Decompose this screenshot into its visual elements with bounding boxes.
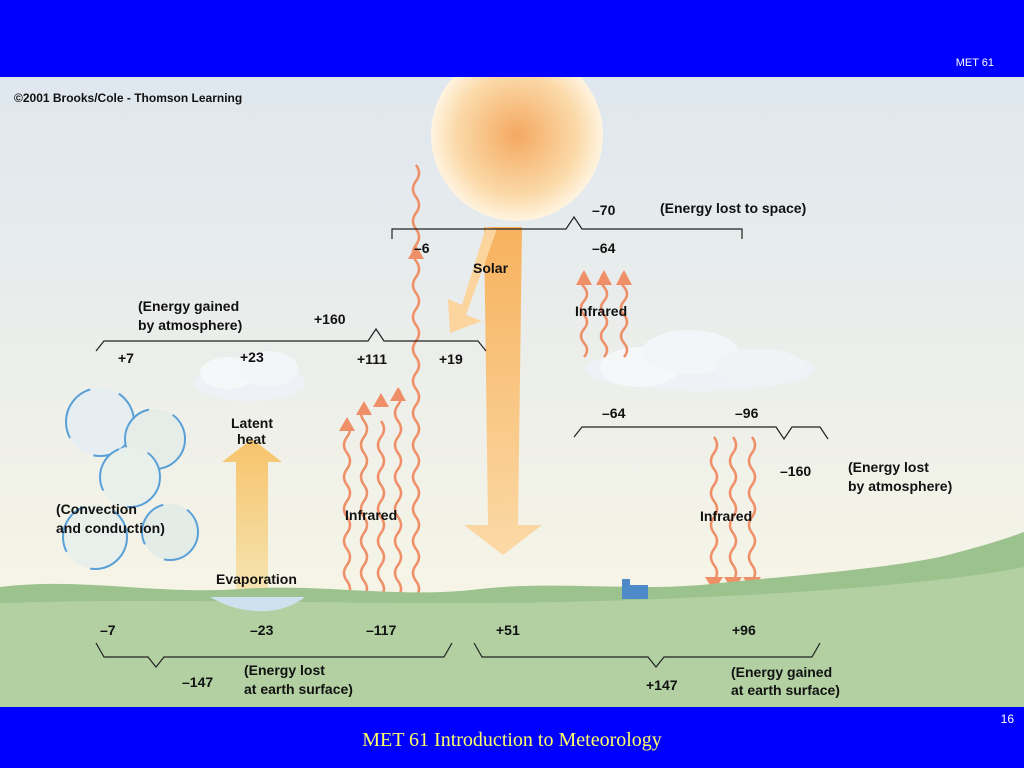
surface-convection-value: –7 bbox=[100, 622, 116, 638]
bracket-atm-gained bbox=[95, 327, 487, 352]
surface-ir-value: –117 bbox=[366, 622, 397, 638]
infrared-waves-middle bbox=[342, 164, 421, 598]
convection-gain-value: +7 bbox=[118, 350, 134, 366]
surface-lost-total-value: –147 bbox=[182, 674, 213, 690]
atm-to-surface-value: –96 bbox=[735, 405, 759, 421]
energy-lost-atm-line1: (Energy lost bbox=[848, 459, 929, 475]
atm-ir-space-value: –64 bbox=[592, 240, 616, 256]
atm-to-space-value: –64 bbox=[602, 405, 626, 421]
energy-lost-atm-line2: by atmosphere) bbox=[848, 478, 952, 494]
surface-gained-total-value: +147 bbox=[646, 677, 678, 693]
energy-balance-diagram: ©2001 Brooks/Cole - Thomson Learning –70… bbox=[0, 49, 1024, 707]
energy-gained-atm-line2: by atmosphere) bbox=[138, 317, 242, 333]
solar-reflected-arrow bbox=[448, 227, 497, 333]
bracket-surface-gained bbox=[473, 642, 821, 668]
infrared-arrowheads-middle bbox=[339, 245, 424, 431]
surface-ir-gain-value: +96 bbox=[732, 622, 756, 638]
bracket-surface-lost bbox=[95, 642, 453, 668]
cloud-left bbox=[194, 351, 306, 401]
bracket-atm-lost bbox=[573, 426, 829, 441]
evaporation-label: Evaporation bbox=[216, 571, 297, 587]
surface-solar-value: +51 bbox=[496, 622, 520, 638]
energy-gained-surface-line2: at earth surface) bbox=[731, 682, 840, 698]
infrared-top-label: Infrared bbox=[575, 303, 627, 319]
ir-absorbed-value: +111 bbox=[357, 351, 387, 367]
latent-heat-line1: Latent bbox=[231, 415, 273, 431]
atm-gained-total-value: +160 bbox=[314, 311, 346, 327]
water-pond bbox=[210, 597, 305, 612]
infrared-waves-right bbox=[709, 436, 757, 598]
infrared-right-label: Infrared bbox=[700, 508, 752, 524]
solar-label: Solar bbox=[473, 260, 509, 276]
latent-gain-value: +23 bbox=[240, 349, 264, 365]
reflected-ir-space-value: –6 bbox=[414, 240, 430, 256]
page-number: 16 bbox=[1000, 712, 1014, 726]
convection-bubbles bbox=[62, 387, 199, 570]
atm-lost-total-value: –160 bbox=[780, 463, 811, 479]
infrared-arrowheads-top bbox=[576, 270, 632, 285]
energy-balance-figure: ©2001 Brooks/Cole - Thomson Learning –70… bbox=[0, 49, 1024, 707]
building-icon bbox=[622, 579, 648, 599]
solar-beam-arrow bbox=[464, 227, 542, 555]
infrared-waves-top bbox=[579, 272, 629, 358]
infrared-middle-label: Infrared bbox=[345, 507, 397, 523]
energy-lost-surface-line1: (Energy lost bbox=[244, 662, 325, 678]
footer-title: MET 61 Introduction to Meteorology bbox=[362, 729, 662, 751]
energy-gained-atm-line1: (Energy gained bbox=[138, 298, 239, 314]
brackets bbox=[95, 215, 829, 668]
cloud-right bbox=[585, 330, 815, 391]
title-bar: MET 61 bbox=[0, 0, 1024, 77]
bracket-space bbox=[391, 215, 743, 239]
solar-absorbed-value: +19 bbox=[439, 351, 463, 367]
latent-heat-line2: heat bbox=[237, 431, 266, 447]
space-total-value: –70 bbox=[592, 202, 616, 218]
course-tag: MET 61 bbox=[955, 57, 994, 69]
energy-lost-to-space-label: (Energy lost to space) bbox=[660, 200, 806, 216]
evaporation-arrow bbox=[222, 439, 282, 607]
convection-line1: (Convection bbox=[56, 501, 137, 517]
energy-lost-surface-line2: at earth surface) bbox=[244, 681, 353, 697]
sun-icon bbox=[431, 49, 603, 221]
footer-bar: MET 61 Introduction to Meteorology 16 bbox=[0, 707, 1024, 768]
copyright-text: ©2001 Brooks/Cole - Thomson Learning bbox=[14, 91, 242, 105]
convection-line2: and conduction) bbox=[56, 520, 165, 536]
surface-latent-value: –23 bbox=[250, 622, 274, 638]
energy-gained-surface-line1: (Energy gained bbox=[731, 664, 832, 680]
